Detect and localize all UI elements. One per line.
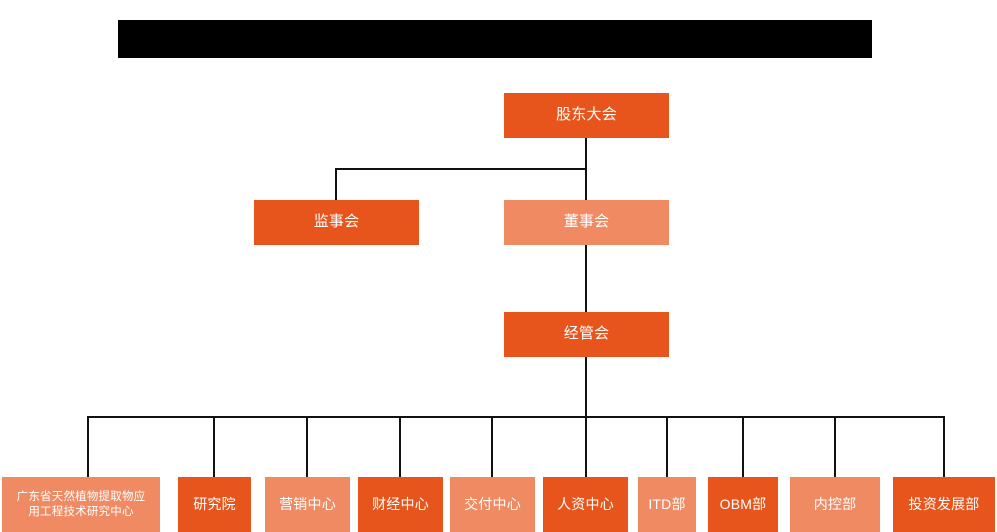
- node-department-6[interactable]: 人资中心: [543, 477, 628, 532]
- node-department-6-label: 人资中心: [557, 495, 614, 512]
- connector-department-drop-6: [585, 416, 587, 477]
- connector-department-drop-4: [399, 416, 401, 477]
- connector-management-stem: [585, 357, 587, 417]
- node-department-7[interactable]: ITD部: [638, 477, 696, 532]
- node-department-5[interactable]: 交付中心: [450, 477, 535, 532]
- connector-department-drop-5: [491, 416, 493, 477]
- connector-department-bus: [87, 416, 945, 418]
- connector-department-drop-8: [742, 416, 744, 477]
- node-department-10[interactable]: 投资发展部: [893, 477, 995, 532]
- node-department-5-label: 交付中心: [464, 495, 521, 512]
- redacted-title-banner: [118, 20, 872, 58]
- node-department-9[interactable]: 内控部: [790, 477, 880, 532]
- node-department-8-label: OBM部: [719, 495, 767, 512]
- connector-department-drop-2: [213, 416, 215, 477]
- node-department-3[interactable]: 营销中心: [265, 477, 350, 532]
- node-department-2-label: 研究院: [193, 495, 236, 512]
- node-department-4-label: 财经中心: [372, 495, 429, 512]
- connector-board-to-management: [585, 245, 587, 312]
- node-management-committee[interactable]: 经管会: [504, 312, 669, 357]
- node-department-1[interactable]: 广东省天然植物提取物应 用工程技术研究中心: [2, 477, 160, 532]
- connector-department-drop-3: [306, 416, 308, 477]
- node-department-4[interactable]: 财经中心: [358, 477, 443, 532]
- node-department-10-label: 投资发展部: [908, 495, 980, 512]
- node-board-of-directors-label: 董事会: [563, 213, 610, 231]
- node-board-of-supervisors[interactable]: 监事会: [254, 200, 419, 245]
- node-board-of-directors[interactable]: 董事会: [504, 200, 669, 245]
- node-management-committee-label: 经管会: [563, 325, 610, 343]
- connector-tier2-bus: [335, 168, 586, 170]
- connector-shareholders-stem: [585, 138, 587, 200]
- connector-supervisors-drop: [335, 168, 337, 200]
- node-shareholders-meeting[interactable]: 股东大会: [504, 93, 669, 138]
- connector-department-drop-9: [834, 416, 836, 477]
- node-department-1-label: 广东省天然植物提取物应 用工程技术研究中心: [16, 491, 146, 518]
- node-shareholders-meeting-label: 股东大会: [556, 106, 617, 124]
- connector-department-drop-1: [87, 416, 89, 477]
- node-department-7-label: ITD部: [648, 495, 686, 512]
- node-department-8[interactable]: OBM部: [708, 477, 778, 532]
- connector-department-drop-10: [943, 416, 945, 477]
- connector-department-drop-7: [666, 416, 668, 477]
- node-department-3-label: 营销中心: [279, 495, 336, 512]
- node-board-of-supervisors-label: 监事会: [313, 213, 360, 231]
- node-department-9-label: 内控部: [813, 495, 857, 512]
- node-department-2[interactable]: 研究院: [178, 477, 251, 532]
